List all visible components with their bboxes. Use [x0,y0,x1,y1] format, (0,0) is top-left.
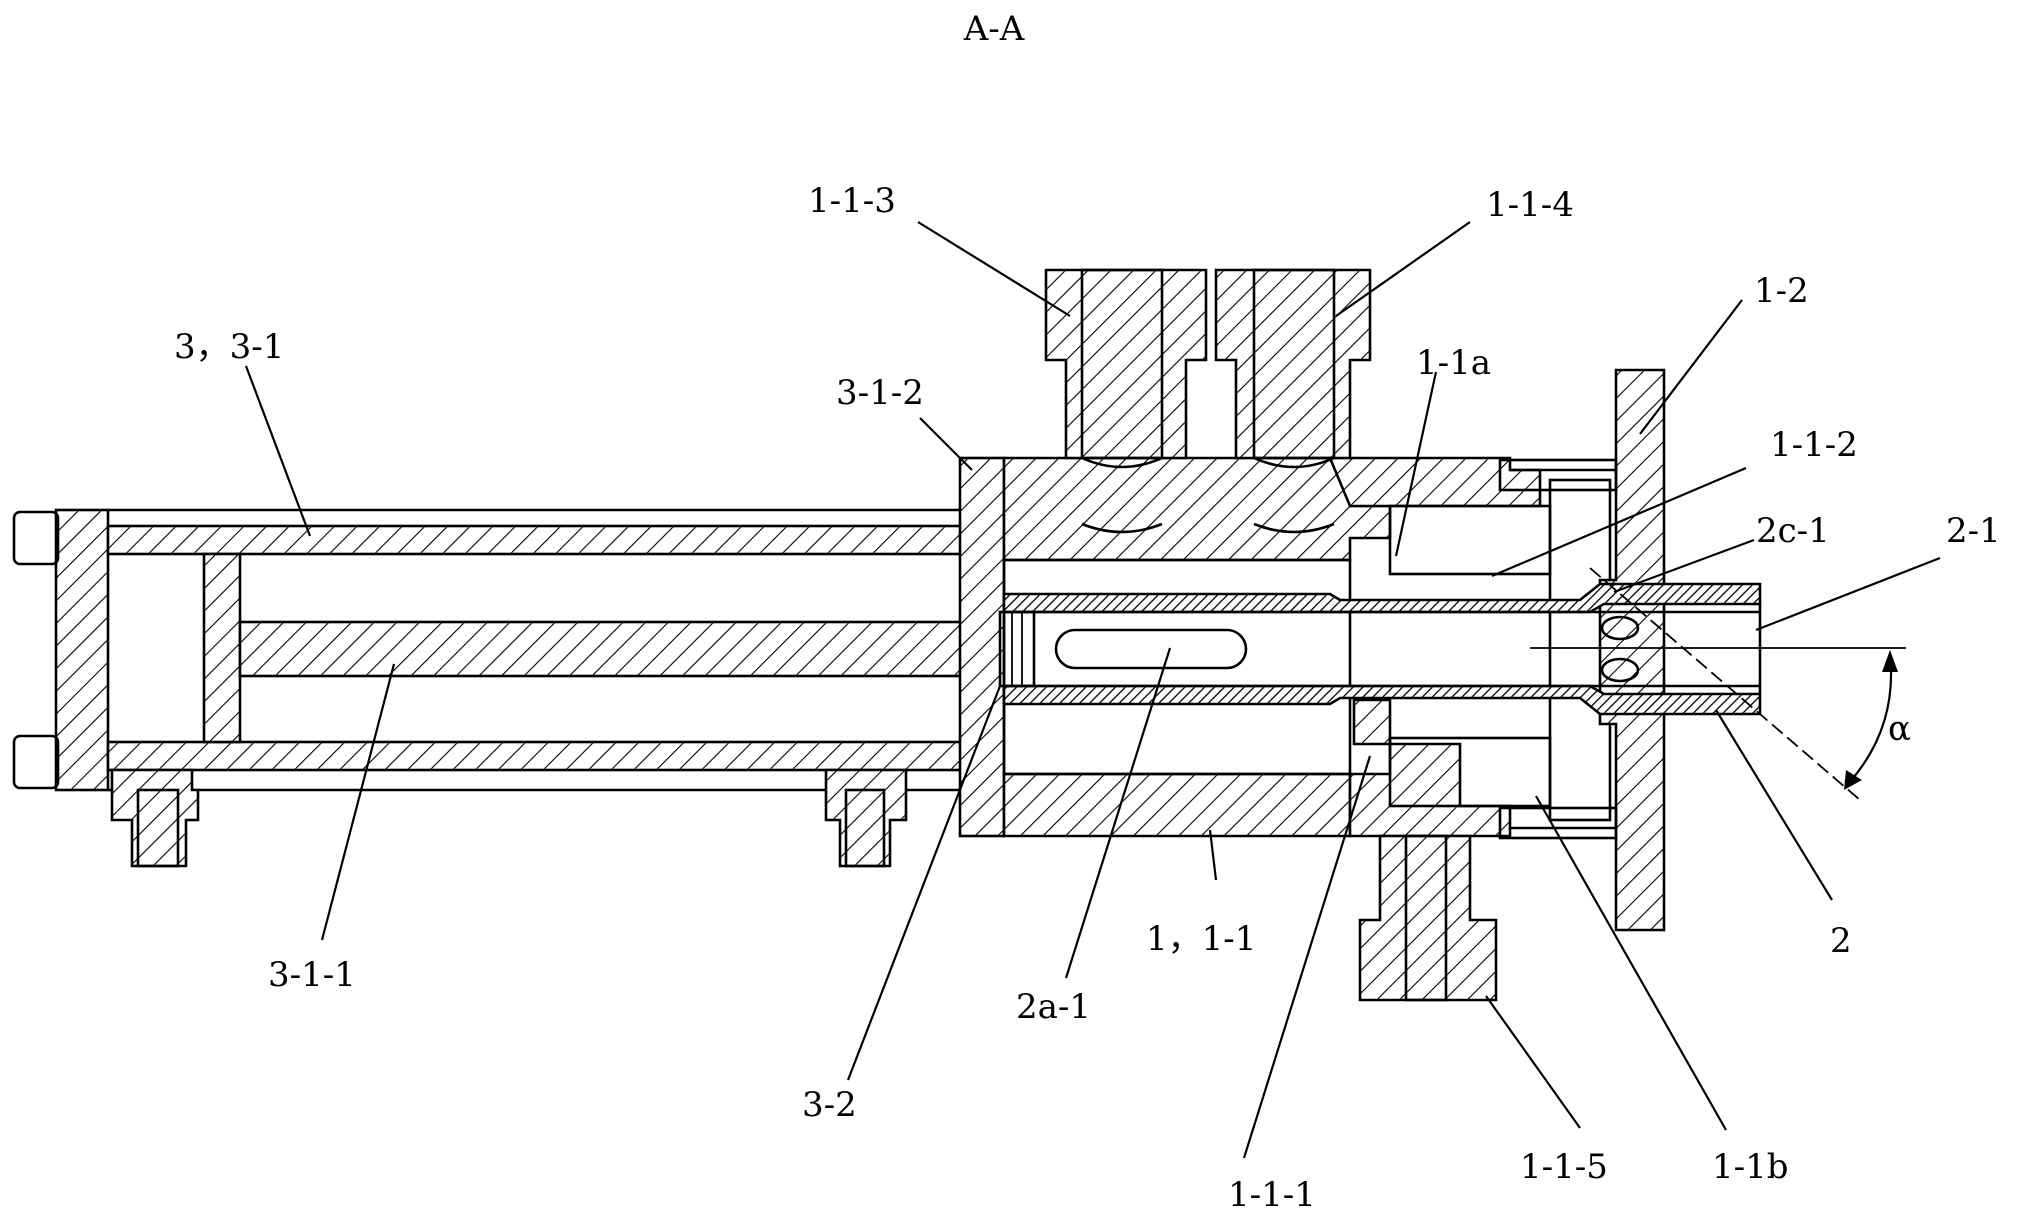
label-3-2: 3-2 [802,1085,857,1125]
top-port-left [1044,268,1208,460]
piston-rod [238,620,1002,678]
end-cap-lug-top [12,510,60,566]
right-flange [1598,368,1666,932]
cylinder-port-left [110,768,200,868]
tube-hole-lower [1600,657,1640,683]
label-1-1-4: 1-1-4 [1486,185,1574,225]
part-labels: 1-1-3 1-1-4 3，3-1 3-1-2 1-1a 1-2 1-1-2 2… [174,181,2001,1215]
label-1-1a: 1-1a [1416,343,1491,383]
label-2a-1: 2a-1 [1016,987,1091,1027]
label-3-3-1: 3，3-1 [174,327,284,367]
end-cap-lug-bottom [12,734,60,790]
body-bottom-wall [1002,772,1352,838]
cylinder-wall-top [106,524,966,556]
cylinder-end-cap [54,508,110,792]
tube-hole-upper [1600,615,1640,641]
flange-1-2 [1498,368,1666,932]
label-3-1-1: 3-1-1 [268,955,356,995]
label-1-1b: 1-1b [1712,1147,1789,1187]
cylinder-assembly [12,456,1006,868]
label-1-1-5: 1-1-5 [1520,1147,1608,1187]
cylinder-wall-bottom [106,740,966,772]
label-2c-1: 2c-1 [1756,511,1830,551]
top-ports [1044,268,1372,534]
tube-lower-wall [1002,684,1762,716]
nozzle-tube [998,582,1762,716]
label-1-2: 1-2 [1754,271,1809,311]
label-alpha: α [1888,709,1911,749]
angle-arc [1845,653,1893,787]
label-1-1-3: 1-1-3 [808,181,896,221]
section-title: A-A [963,9,1025,49]
body-top-wall [1002,456,1392,562]
cylinder-port-right [824,768,908,868]
label-2-1: 2-1 [1946,511,2001,551]
main-body [1002,456,1620,1002]
mounting-flange [958,456,1006,838]
label-3-1-2: 3-1-2 [836,373,924,413]
label-1-1-2: 1-1-2 [1770,425,1858,465]
tube-slot [1054,628,1248,670]
bottom-port [1358,834,1498,1002]
label-1-1-1: 1-1-1 [1228,1175,1316,1215]
leader-lines [244,221,1941,1159]
top-port-right [1214,268,1372,460]
piston [202,552,242,744]
angle-indicator: α [1530,567,1911,801]
label-2: 2 [1830,921,1852,961]
label-1-1: 1，1-1 [1146,919,1256,959]
